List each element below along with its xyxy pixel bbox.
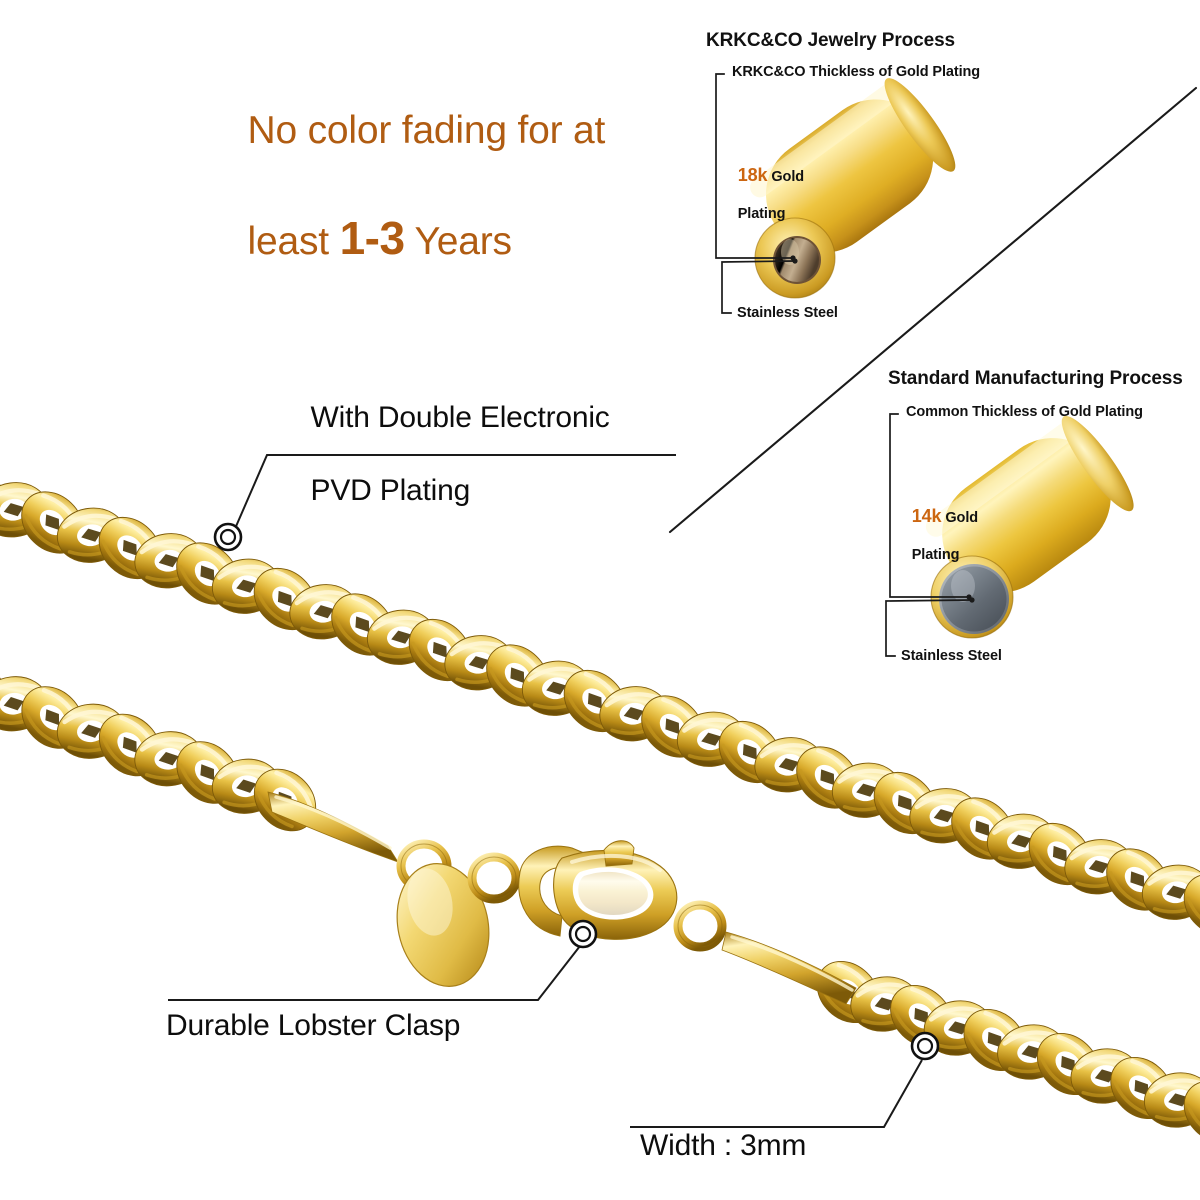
standard-process-title: Standard Manufacturing Process: [888, 368, 1183, 389]
krkc-leader-lines: [715, 73, 795, 314]
feature-pvd-line1: With Double Electronic: [310, 400, 610, 434]
jump-ring-2: [467, 852, 521, 904]
krkc-karat-value: 18k: [737, 165, 768, 186]
feature-pvd-line2: PVD Plating: [310, 473, 471, 507]
chain-upper-strand: [0, 465, 1200, 937]
standard-core-label: Stainless Steel: [901, 648, 1002, 664]
tube-thin-plating: [925, 415, 1134, 639]
headline-line2-prefix: least: [247, 220, 340, 264]
krkc-core-dot: [792, 258, 798, 264]
feature-width-label: Width : 3mm: [640, 1129, 807, 1162]
chain-lower-left-strand: [0, 658, 317, 832]
krkc-karat-line2: Plating: [737, 205, 786, 222]
clasp-assembly: [267, 791, 857, 1005]
lobster-claw-clasp: [518, 840, 678, 940]
page-headline: No color fading for at least 1-3 Years: [205, 54, 675, 321]
standard-karat-block: 14k Gold Plating: [896, 487, 978, 582]
callout-marker-pvd: [213, 522, 243, 552]
standard-karat-suffix: Gold: [941, 510, 979, 527]
standard-thickness-label: Common Thickless of Gold Plating: [906, 404, 1143, 420]
oval-tag: [396, 863, 490, 987]
headline-line1: No color fading for at: [247, 109, 606, 153]
krkc-process-title: KRKC&CO Jewelry Process: [706, 30, 956, 51]
callout-pvd: [233, 454, 676, 532]
callout-clasp: [168, 945, 581, 1001]
std-core-dot: [969, 597, 975, 603]
headline-line2-suffix: Years: [404, 220, 512, 264]
standard-karat-value: 14k: [911, 506, 942, 527]
callout-marker-clasp: [568, 919, 598, 949]
standard-karat-line2: Plating: [911, 546, 960, 563]
krkc-core-label: Stainless Steel: [737, 305, 838, 321]
feature-clasp-label: Durable Lobster Clasp: [166, 1009, 461, 1042]
callout-width: [630, 1059, 923, 1128]
callout-marker-width: [910, 1031, 940, 1061]
chain-bottom-right-strand: [816, 960, 1200, 1144]
standard-leader-lines: [885, 413, 972, 657]
headline-years-value: 1-3: [339, 212, 405, 265]
krkc-thickness-label: KRKC&CO Thickless of Gold Plating: [732, 64, 981, 80]
krkc-karat-block: 18k Gold Plating: [722, 146, 804, 241]
panel-divider: [668, 86, 1198, 534]
feature-pvd-label: With Double Electronic PVD Plating: [278, 363, 708, 546]
jump-ring-3: [673, 900, 727, 952]
krkc-karat-suffix: Gold: [767, 169, 805, 186]
cone-right: [721, 931, 857, 1005]
